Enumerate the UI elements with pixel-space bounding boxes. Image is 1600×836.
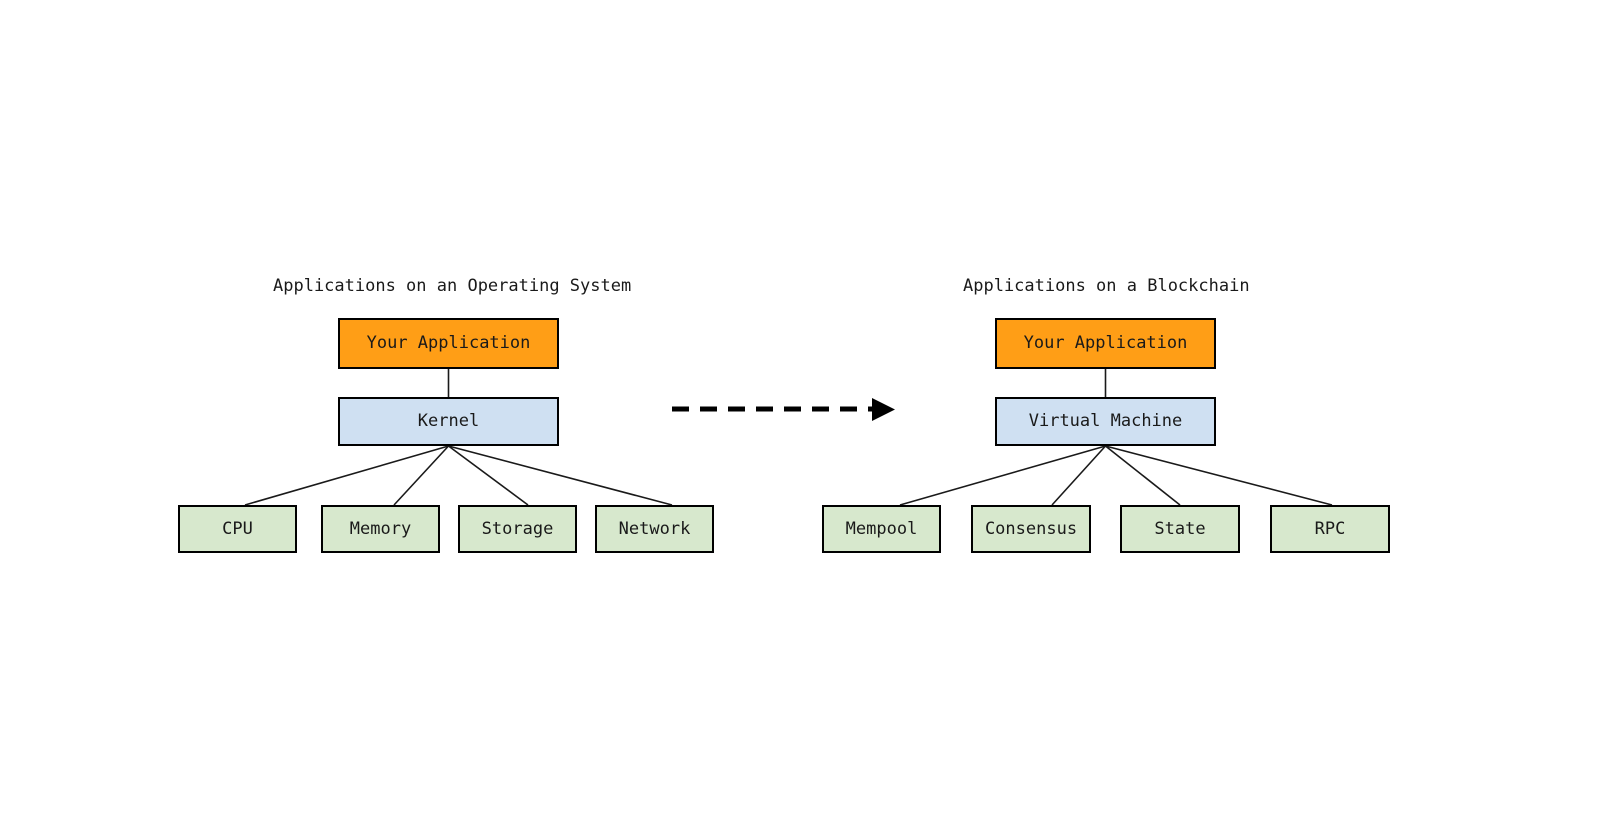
node-bc-rpc[interactable]: RPC xyxy=(1270,505,1390,553)
node-label: RPC xyxy=(1314,518,1346,539)
edge-bc-vm-rpc xyxy=(1105,445,1333,506)
node-bc-mempool[interactable]: Mempool xyxy=(822,505,941,553)
edge-os-kernel-network xyxy=(448,445,673,506)
node-label: State xyxy=(1154,518,1206,539)
node-label: Your Application xyxy=(1023,333,1188,353)
node-os-memory[interactable]: Memory xyxy=(321,505,440,553)
node-os-kernel[interactable]: Kernel xyxy=(338,397,559,446)
node-label: Consensus xyxy=(984,518,1078,539)
node-label: Your Application xyxy=(366,333,531,353)
node-label: Storage xyxy=(481,518,554,539)
node-bc-state[interactable]: State xyxy=(1120,505,1240,553)
panel-title-blockchain: Applications on a Blockchain xyxy=(963,276,1250,296)
node-label: Network xyxy=(618,518,691,539)
edge-bc-vm-consensus xyxy=(1051,445,1107,506)
node-os-storage[interactable]: Storage xyxy=(458,505,577,553)
node-os-your-application[interactable]: Your Application xyxy=(338,318,559,369)
edge-bc-vm-state xyxy=(1105,445,1181,506)
node-os-cpu[interactable]: CPU xyxy=(178,505,297,553)
node-label: CPU xyxy=(222,518,253,539)
node-os-network[interactable]: Network xyxy=(595,505,714,553)
node-label: Kernel xyxy=(417,411,480,431)
edge-os-kernel-storage xyxy=(448,445,529,506)
node-bc-your-application[interactable]: Your Application xyxy=(995,318,1216,369)
panel-title-os: Applications on an Operating System xyxy=(273,276,632,296)
edge-os-kernel-memory xyxy=(393,445,450,506)
edge-os-kernel-cpu xyxy=(244,445,449,506)
node-label: Memory xyxy=(349,518,412,539)
dashed-right-arrow-icon xyxy=(672,398,895,421)
node-bc-consensus[interactable]: Consensus xyxy=(971,505,1091,553)
edge-bc-vm-mempool xyxy=(899,445,1106,506)
node-label: Virtual Machine xyxy=(1028,411,1183,431)
node-label: Mempool xyxy=(845,518,918,539)
node-bc-virtual-machine[interactable]: Virtual Machine xyxy=(995,397,1216,446)
